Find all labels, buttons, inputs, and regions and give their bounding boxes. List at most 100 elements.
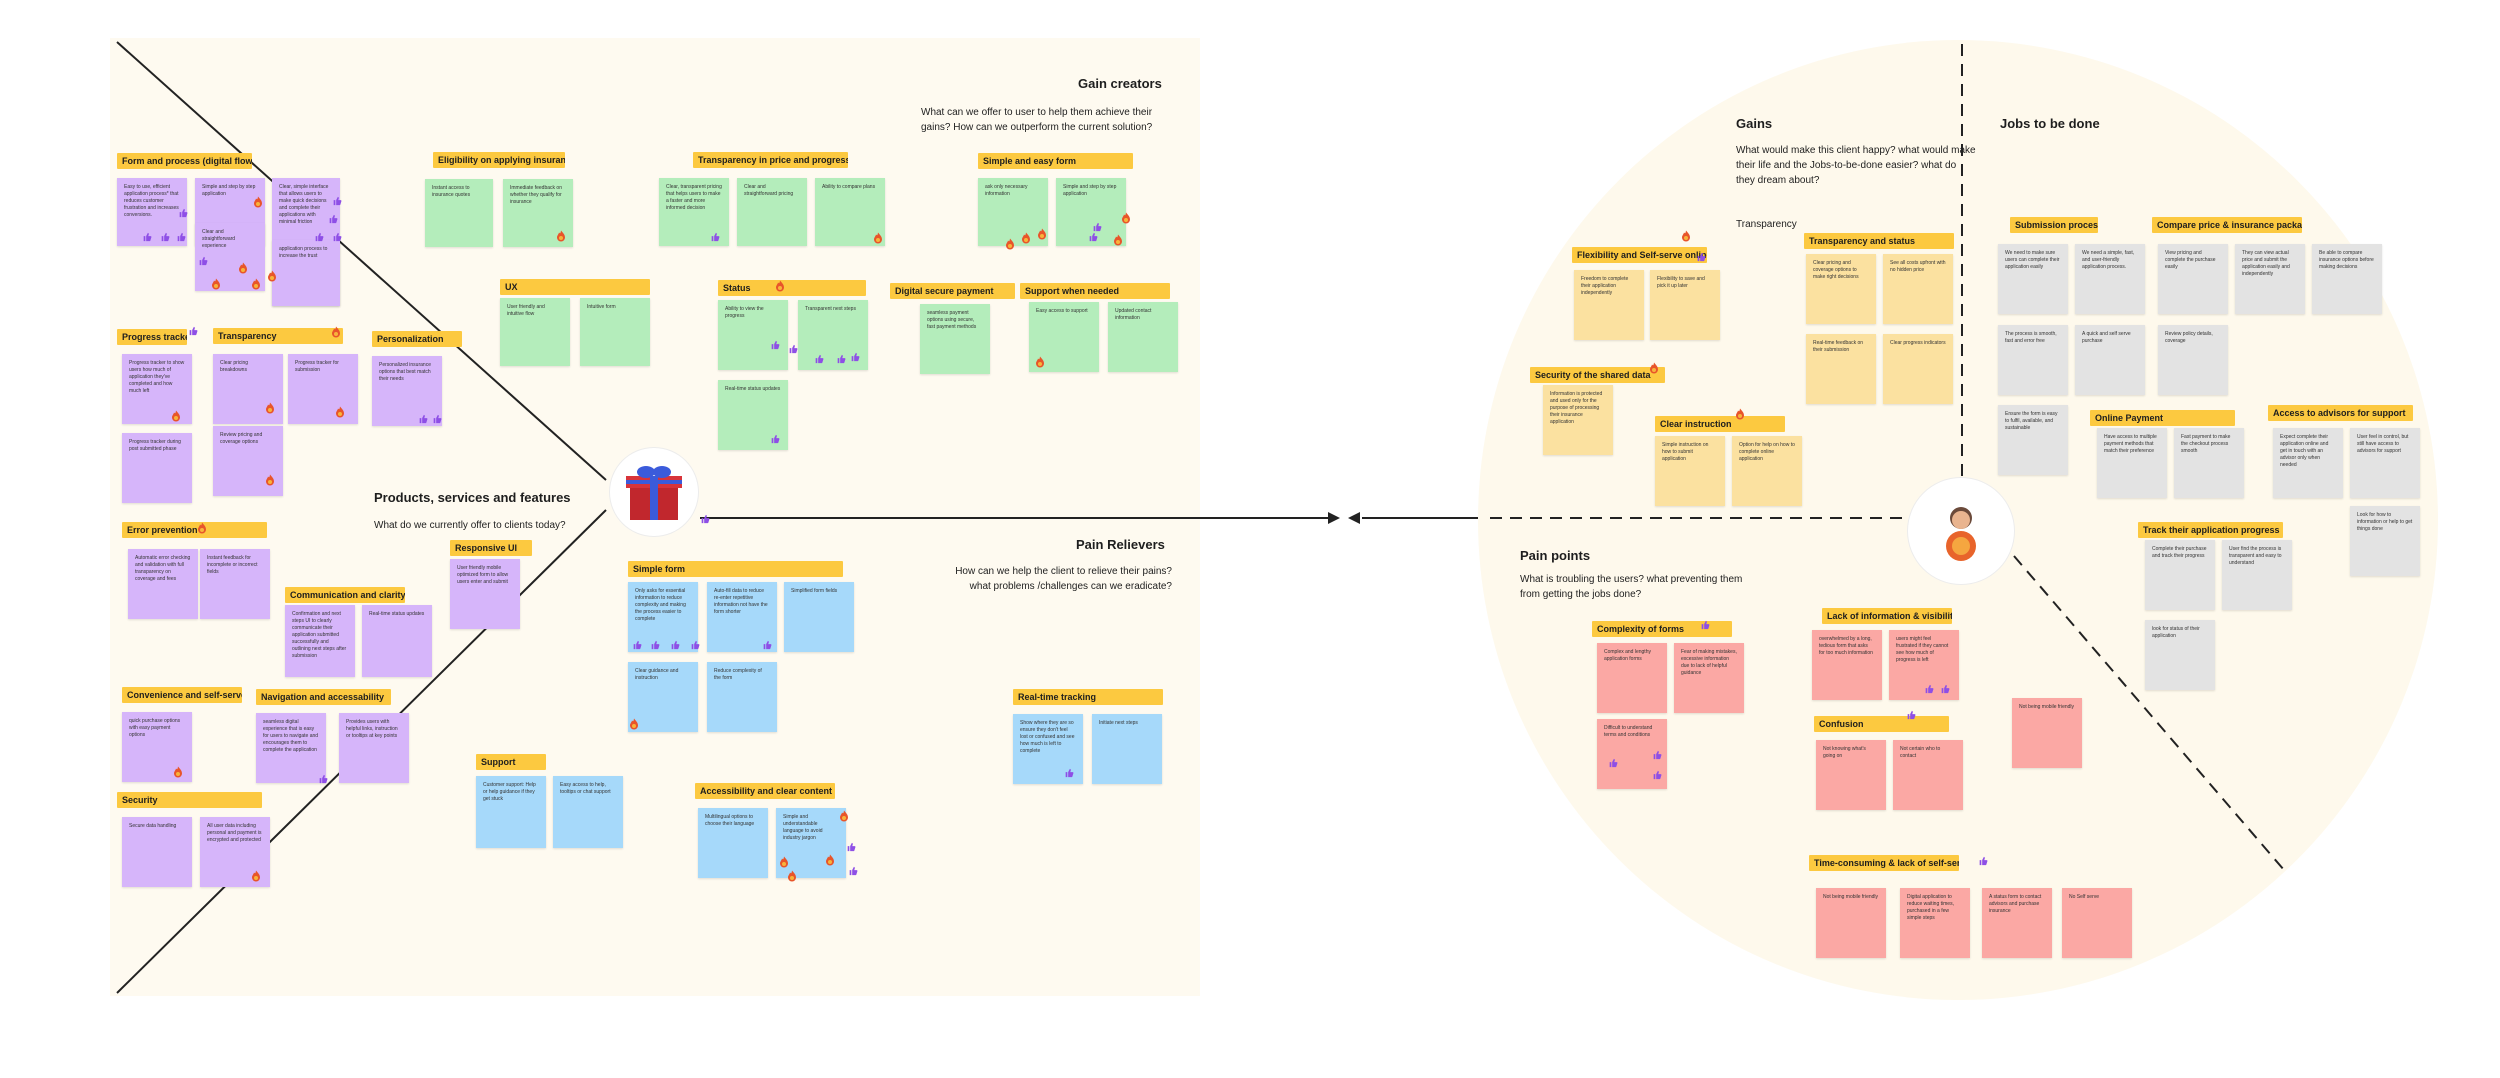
section-tag-t15[interactable]: Communication and clarity: [285, 587, 405, 603]
section-tag-t10[interactable]: Transparency: [213, 328, 343, 344]
section-tag-t12[interactable]: Error prevention: [122, 522, 267, 538]
sticky-note-n34[interactable]: Reduce complexity of the form: [707, 662, 777, 732]
sticky-note-n27[interactable]: Automatic error checking and validation …: [128, 549, 198, 619]
sticky-note-n47[interactable]: Simple and understandable language to av…: [776, 808, 846, 878]
section-tag-t32[interactable]: Lack of information & visibility: [1822, 608, 1952, 624]
sticky-note-n39[interactable]: Provides users with helpful links, instr…: [339, 713, 409, 783]
section-tag-t13[interactable]: Responsive UI: [450, 540, 532, 556]
section-tag-t18[interactable]: Real-time tracking: [1013, 689, 1163, 705]
sticky-note-n85[interactable]: No Self serve: [2062, 888, 2132, 958]
sticky-note-n55[interactable]: Simple instruction on how to submit appl…: [1655, 436, 1725, 506]
sticky-note-n72[interactable]: Look for how to information or help to g…: [2350, 506, 2420, 576]
sticky-note-n11[interactable]: ask only necessary information: [978, 178, 1048, 246]
sticky-note-n50[interactable]: Clear pricing and coverage options to ma…: [1806, 254, 1876, 324]
section-tag-t29[interactable]: Access to advisors for support: [2268, 405, 2413, 421]
sticky-note-n21[interactable]: Progress tracker to show users how much …: [122, 354, 192, 424]
sticky-note-n77[interactable]: overwhelmed by a long, tedious form that…: [1812, 630, 1882, 700]
section-tag-t3[interactable]: Transparency in price and progress: [693, 152, 848, 168]
sticky-note-n48[interactable]: Freedom to complete their application in…: [1574, 270, 1644, 340]
sticky-note-n24[interactable]: Progress tracker for submission: [288, 354, 358, 424]
section-tag-t33[interactable]: Confusion: [1814, 716, 1949, 732]
section-tag-t16[interactable]: Convenience and self-serve: [122, 687, 242, 703]
sticky-note-n44[interactable]: Customer support: Help or help guidance …: [476, 776, 546, 848]
sticky-note-n54[interactable]: Information is protected and used only f…: [1543, 385, 1613, 455]
sticky-note-n36[interactable]: Real-time status updates: [362, 605, 432, 677]
sticky-note-n73[interactable]: look for status of their application: [2145, 620, 2215, 690]
sticky-note-n68[interactable]: Expect complete their application online…: [2273, 428, 2343, 498]
sticky-note-n56[interactable]: Option for help on how to complete onlin…: [1732, 436, 1802, 506]
sticky-note-n5[interactable]: application process to increase the trus…: [272, 240, 340, 306]
sticky-note-n61[interactable]: Be able to compare insurance options bef…: [2312, 244, 2382, 314]
sticky-note-n71[interactable]: User find the process is transparent and…: [2222, 540, 2292, 610]
sticky-note-n62[interactable]: The process is smooth, fast and error fr…: [1998, 325, 2068, 395]
section-tag-t4[interactable]: Simple and easy form: [978, 153, 1133, 169]
sticky-note-n69[interactable]: User feel in control, but still have acc…: [2350, 428, 2420, 498]
sticky-note-n13[interactable]: User friendly and intuitive flow: [500, 298, 570, 366]
sticky-note-n14[interactable]: Intuitive form: [580, 298, 650, 366]
sticky-note-n46[interactable]: Multilingual options to choose their lan…: [698, 808, 768, 878]
section-tag-t5[interactable]: UX: [500, 279, 650, 295]
section-tag-t25[interactable]: Clear instruction: [1655, 416, 1785, 432]
section-tag-t11[interactable]: Personalization: [372, 331, 462, 347]
section-tag-t28[interactable]: Online Payment: [2090, 410, 2235, 426]
sticky-note-n63[interactable]: A quick and self serve purchase: [2075, 325, 2145, 395]
sticky-note-n53[interactable]: Clear progress indicators: [1883, 334, 1953, 404]
section-tag-t30[interactable]: Track their application progress: [2138, 522, 2283, 538]
section-tag-t24[interactable]: Security of the shared data: [1530, 367, 1665, 383]
section-tag-t1[interactable]: Form and process (digital flow): [117, 153, 252, 169]
sticky-note-n75[interactable]: Fear of making mistakes, excessive infor…: [1674, 643, 1744, 713]
sticky-note-n67[interactable]: Fast payment to make the checkout proces…: [2174, 428, 2244, 498]
sticky-note-n33[interactable]: Clear guidance and instruction: [628, 662, 698, 732]
sticky-note-n4[interactable]: Clear and straightforward experience: [195, 223, 265, 291]
sticky-note-n1[interactable]: Easy to use, efficient application proce…: [117, 178, 187, 246]
sticky-note-n15[interactable]: Ability to view the progress: [718, 300, 788, 370]
sticky-note-n79[interactable]: Not being mobile friendly: [2012, 698, 2082, 768]
sticky-note-n10[interactable]: Ability to compare plans: [815, 178, 885, 246]
sticky-note-n8[interactable]: Clear, transparent pricing that helps us…: [659, 178, 729, 246]
sticky-note-n81[interactable]: Not certain who to contact: [1893, 740, 1963, 810]
section-tag-t22[interactable]: Flexibility and Self-serve online: [1572, 247, 1707, 263]
section-tag-t23[interactable]: Transparency and status: [1804, 233, 1954, 249]
sticky-note-n83[interactable]: Digital application to reduce waiting ti…: [1900, 888, 1970, 958]
sticky-note-n51[interactable]: See all costs upfront with no hidden pri…: [1883, 254, 1953, 324]
sticky-note-n52[interactable]: Real-time feedback on their submission: [1806, 334, 1876, 404]
section-tag-t7[interactable]: Digital secure payment: [890, 283, 1015, 299]
section-tag-t17[interactable]: Navigation and accessability: [256, 689, 391, 705]
sticky-note-n18[interactable]: seamless payment options using secure, f…: [920, 304, 990, 374]
sticky-note-n74[interactable]: Complex and lengthy application forms: [1597, 643, 1667, 713]
sticky-note-n45[interactable]: Easy access to help, tooltips or chat su…: [553, 776, 623, 848]
sticky-note-n6[interactable]: Instant access to insurance quotes: [425, 179, 493, 247]
sticky-note-n42[interactable]: Secure data handling: [122, 817, 192, 887]
sticky-note-n32[interactable]: Simplified form fields: [784, 582, 854, 652]
section-tag-t27[interactable]: Compare price & insurance package: [2152, 217, 2302, 233]
section-tag-t6[interactable]: Status: [718, 280, 866, 296]
sticky-note-n28[interactable]: Instant feedback for incomplete or incor…: [200, 549, 270, 619]
sticky-note-n22[interactable]: Progress tracker during post submitted p…: [122, 433, 192, 503]
section-tag-t14[interactable]: Simple form: [628, 561, 843, 577]
section-tag-t26[interactable]: Submission process: [2010, 217, 2098, 233]
section-tag-t9[interactable]: Progress tracker: [117, 329, 187, 345]
sticky-note-n49[interactable]: Flexibility to save and pick it up later: [1650, 270, 1720, 340]
sticky-note-n59[interactable]: View pricing and complete the purchase e…: [2158, 244, 2228, 314]
sticky-note-n30[interactable]: Only asks for essential information to r…: [628, 582, 698, 652]
sticky-note-n41[interactable]: Initiate next steps: [1092, 714, 1162, 784]
sticky-note-n20[interactable]: Updated contact information: [1108, 302, 1178, 372]
sticky-note-n26[interactable]: Personalized insurance options that best…: [372, 356, 442, 426]
section-tag-t8[interactable]: Support when needed: [1020, 283, 1170, 299]
section-tag-t31[interactable]: Complexity of forms: [1592, 621, 1732, 637]
section-tag-t2[interactable]: Eligibility on applying insurance: [433, 152, 565, 168]
section-tag-t19[interactable]: Security: [117, 792, 262, 808]
sticky-note-n31[interactable]: Auto-fill data to reduce re-enter repeti…: [707, 582, 777, 652]
section-tag-t20[interactable]: Support: [476, 754, 546, 770]
section-tag-t21[interactable]: Accessibility and clear content: [695, 783, 835, 799]
sticky-note-n78[interactable]: users might feel frustrated if they cann…: [1889, 630, 1959, 700]
section-tag-t34[interactable]: Time-consuming & lack of self-serve: [1809, 855, 1959, 871]
sticky-note-n66[interactable]: Have access to multiple payment methods …: [2097, 428, 2167, 498]
sticky-note-n38[interactable]: seamless digital experience that is easy…: [256, 713, 326, 783]
sticky-note-n76[interactable]: Difficult to understand terms and condit…: [1597, 719, 1667, 789]
sticky-note-n9[interactable]: Clear and straightforward pricing: [737, 178, 807, 246]
sticky-note-n29[interactable]: User friendly mobile optimized form to a…: [450, 559, 520, 629]
sticky-note-n35[interactable]: Confirmation and next steps UI to clearl…: [285, 605, 355, 677]
sticky-note-n65[interactable]: Ensure the form is easy to fulfil, avail…: [1998, 405, 2068, 475]
sticky-note-n57[interactable]: We need to make sure users can complete …: [1998, 244, 2068, 314]
